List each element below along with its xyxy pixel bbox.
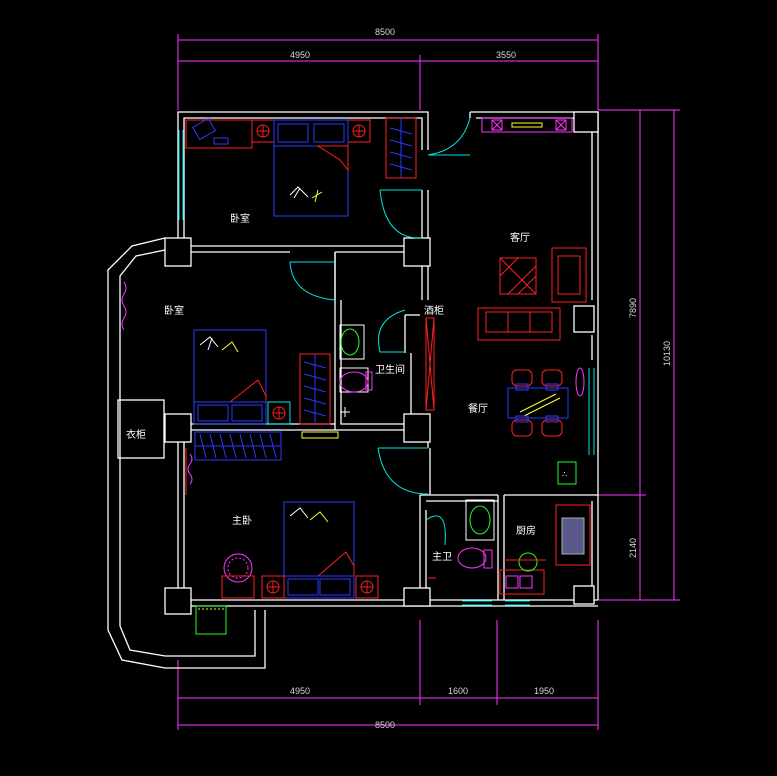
dimension-lines <box>177 34 680 730</box>
door-swings <box>289 117 471 546</box>
dim-top-left: 4950 <box>290 50 310 60</box>
room-label-bedroom-left: 卧室 <box>164 304 184 317</box>
room-label-wardrobe: 衣柜 <box>126 428 146 441</box>
bathroom-fixtures <box>301 324 373 439</box>
dim-bottom-mid: 1600 <box>448 686 468 696</box>
dining-set: ∴ <box>507 367 585 485</box>
dim-right-total: 10130 <box>662 341 672 366</box>
living-room-furniture <box>477 117 587 341</box>
dim-top-right: 3550 <box>496 50 516 60</box>
dim-right-upper: 7890 <box>628 298 638 318</box>
room-label-bathroom: 卫生间 <box>375 363 405 376</box>
dim-right-lower: 2140 <box>628 538 638 558</box>
walls <box>107 111 599 669</box>
top-bedroom-furniture <box>185 117 417 217</box>
room-label-bedroom-top: 卧室 <box>230 212 250 225</box>
kitchen-fixtures <box>499 504 591 595</box>
master-bath-fixtures <box>428 499 495 579</box>
room-label-master-bath: 主卫 <box>432 551 452 563</box>
room-label-living-room: 客厅 <box>510 231 530 244</box>
left-bedroom-furniture <box>121 281 331 461</box>
dim-bottom-right: 1950 <box>534 686 554 696</box>
master-bedroom-furniture <box>185 448 379 635</box>
dim-bottom-left: 4950 <box>290 686 310 696</box>
wine-cabinet <box>425 317 435 411</box>
room-label-master-bedroom: 主卧 <box>232 514 252 527</box>
dim-bottom-total: 8500 <box>375 720 395 730</box>
svg-text:∴: ∴ <box>562 470 567 479</box>
room-label-kitchen: 厨房 <box>516 524 536 537</box>
room-label-wine-cabinet: 酒柜 <box>424 304 444 317</box>
room-label-dining-room: 餐厅 <box>468 402 488 415</box>
windows <box>178 130 595 606</box>
dim-top-total: 8500 <box>375 27 395 37</box>
structural-columns <box>164 111 599 615</box>
